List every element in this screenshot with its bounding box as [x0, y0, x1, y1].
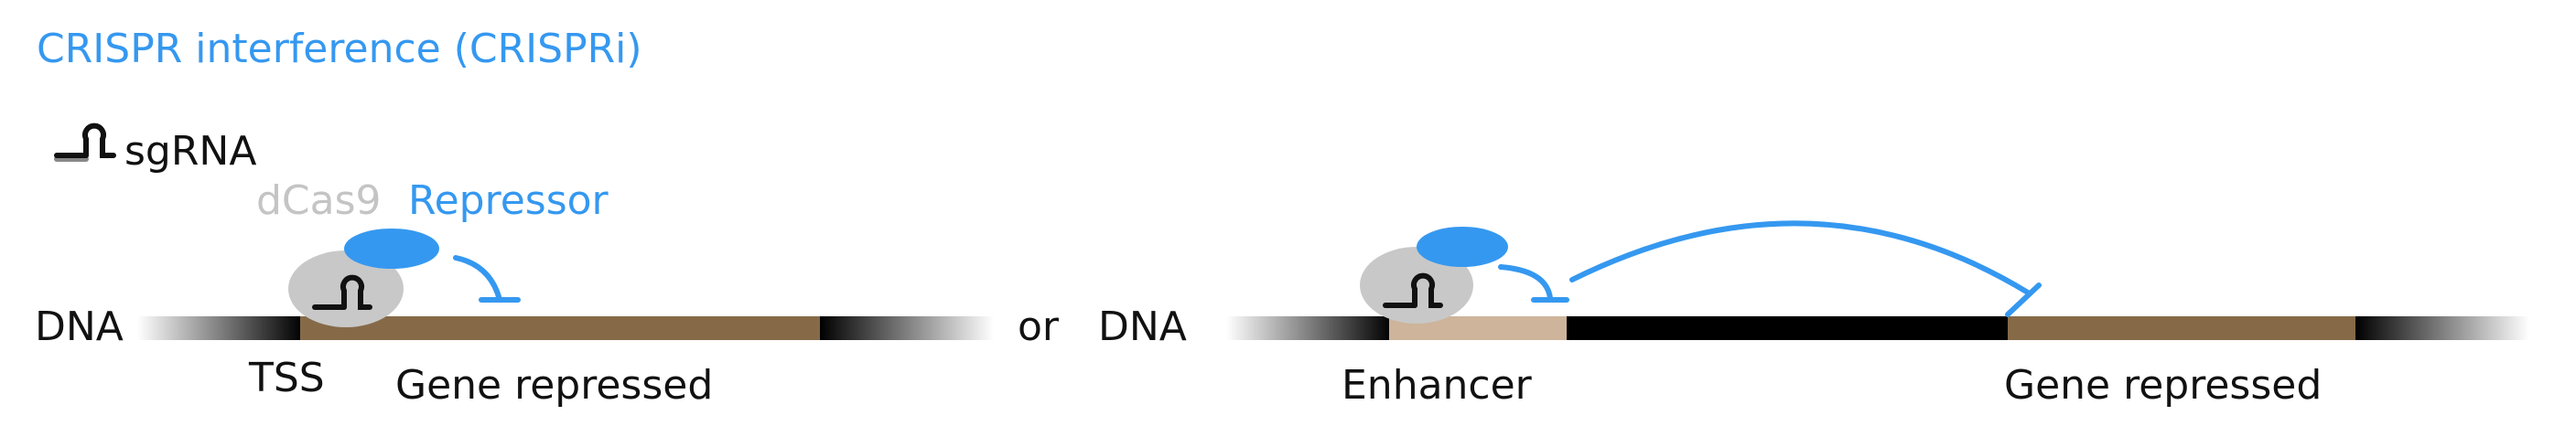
sgrna-icon-left: [312, 274, 372, 310]
gene-label-left: Gene repressed: [395, 362, 714, 409]
tss-label: TSS: [249, 355, 325, 401]
repressor-label: Repressor: [408, 177, 609, 224]
dna-strand-left-fade-out: [820, 316, 994, 340]
repressor-protein-right: [1417, 227, 1508, 267]
gene-block-right: [2008, 316, 2357, 340]
or-separator: or: [1018, 304, 1060, 350]
repressor-protein-left: [344, 229, 439, 269]
dna-label-right: DNA: [1098, 304, 1187, 350]
sgrna-icon-right: [1383, 272, 1443, 308]
dna-strand-right-fade-out: [2355, 316, 2529, 340]
dcas9-label: dCas9: [256, 177, 382, 224]
repression-arc-gene: [1569, 220, 2042, 317]
gene-block-left: [300, 316, 822, 340]
sgrna-legend-icon: [54, 122, 116, 162]
repression-arrow-enhancer: [1498, 264, 1569, 303]
repression-arrow-left: [453, 255, 521, 303]
dna-strand-left-fade-in: [137, 316, 302, 340]
dna-strand-right-middle: [1567, 316, 2010, 340]
gene-label-right: Gene repressed: [2004, 362, 2323, 409]
diagram-title: CRISPR interference (CRISPRi): [37, 26, 642, 72]
sgrna-legend-label: sgRNA: [124, 128, 257, 175]
dna-strand-right-fade-in: [1226, 316, 1391, 340]
enhancer-label: Enhancer: [1342, 362, 1532, 409]
dna-label-left: DNA: [35, 304, 124, 350]
